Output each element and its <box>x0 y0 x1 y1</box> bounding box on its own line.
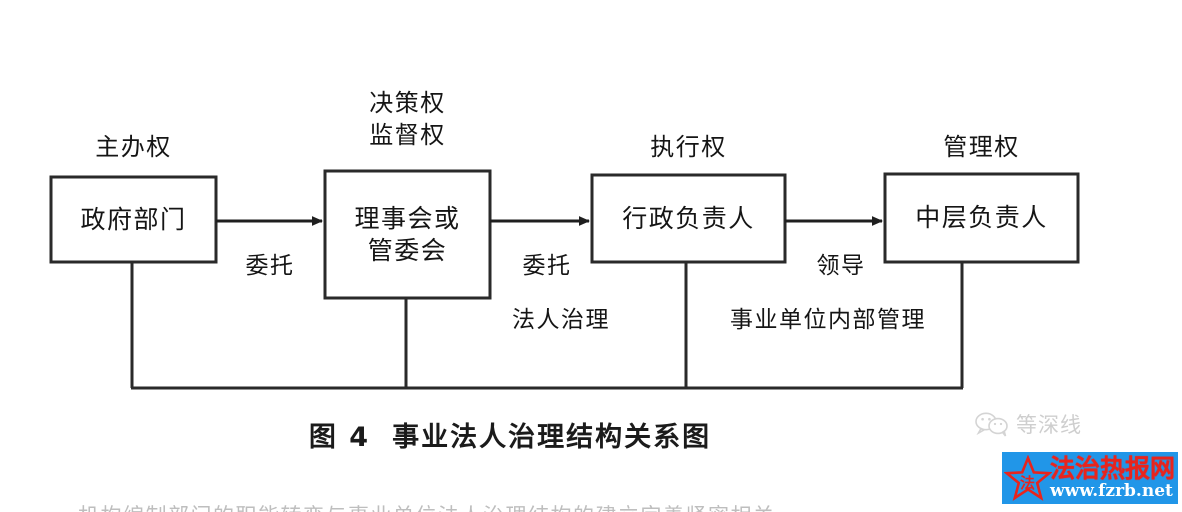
power-label-admin: 执行权 <box>650 133 727 161</box>
domain-label-internal-management: 事业单位内部管理 <box>730 307 926 333</box>
node-box-admin <box>590 173 787 264</box>
edge-label-board-admin: 委托 <box>522 253 572 279</box>
power-label-board: 决策权 监督权 <box>369 89 446 149</box>
site-logo-url: www.fzrb.net <box>1050 481 1173 501</box>
power-label-midlevel: 管理权 <box>943 133 1020 161</box>
site-logo-text: 法治热报网 www.fzrb.net <box>1050 456 1175 500</box>
caption-number: 图 4 <box>308 422 371 453</box>
node-box-midlevel <box>883 172 1080 264</box>
site-logo-watermark: 法 法治热报网 www.fzrb.net <box>1002 452 1178 504</box>
power-label-gov: 主办权 <box>95 133 172 161</box>
node-box-board <box>323 169 492 300</box>
wechat-watermark: 等深线 <box>975 409 1082 439</box>
star-center-char: 法 <box>1020 474 1036 492</box>
cutoff-body-text: 机构编制部门的职能转变与事业单位法人治理结构的建立完善紧密相关 <box>78 500 958 512</box>
wechat-watermark-text: 等深线 <box>1016 413 1082 437</box>
site-logo-name: 法治热报网 <box>1050 454 1176 483</box>
star-icon: 法 <box>1004 455 1052 501</box>
caption-title: 事业法人治理结构关系图 <box>392 422 712 453</box>
figure-caption: 图 4 事业法人治理结构关系图 <box>0 415 1020 454</box>
edge-label-admin-midlevel: 领导 <box>816 253 866 279</box>
wechat-icon <box>975 412 1008 437</box>
domain-label-corporate-governance: 法人治理 <box>512 307 610 333</box>
node-box-gov <box>49 175 218 264</box>
edge-label-gov-board: 委托 <box>245 253 295 279</box>
